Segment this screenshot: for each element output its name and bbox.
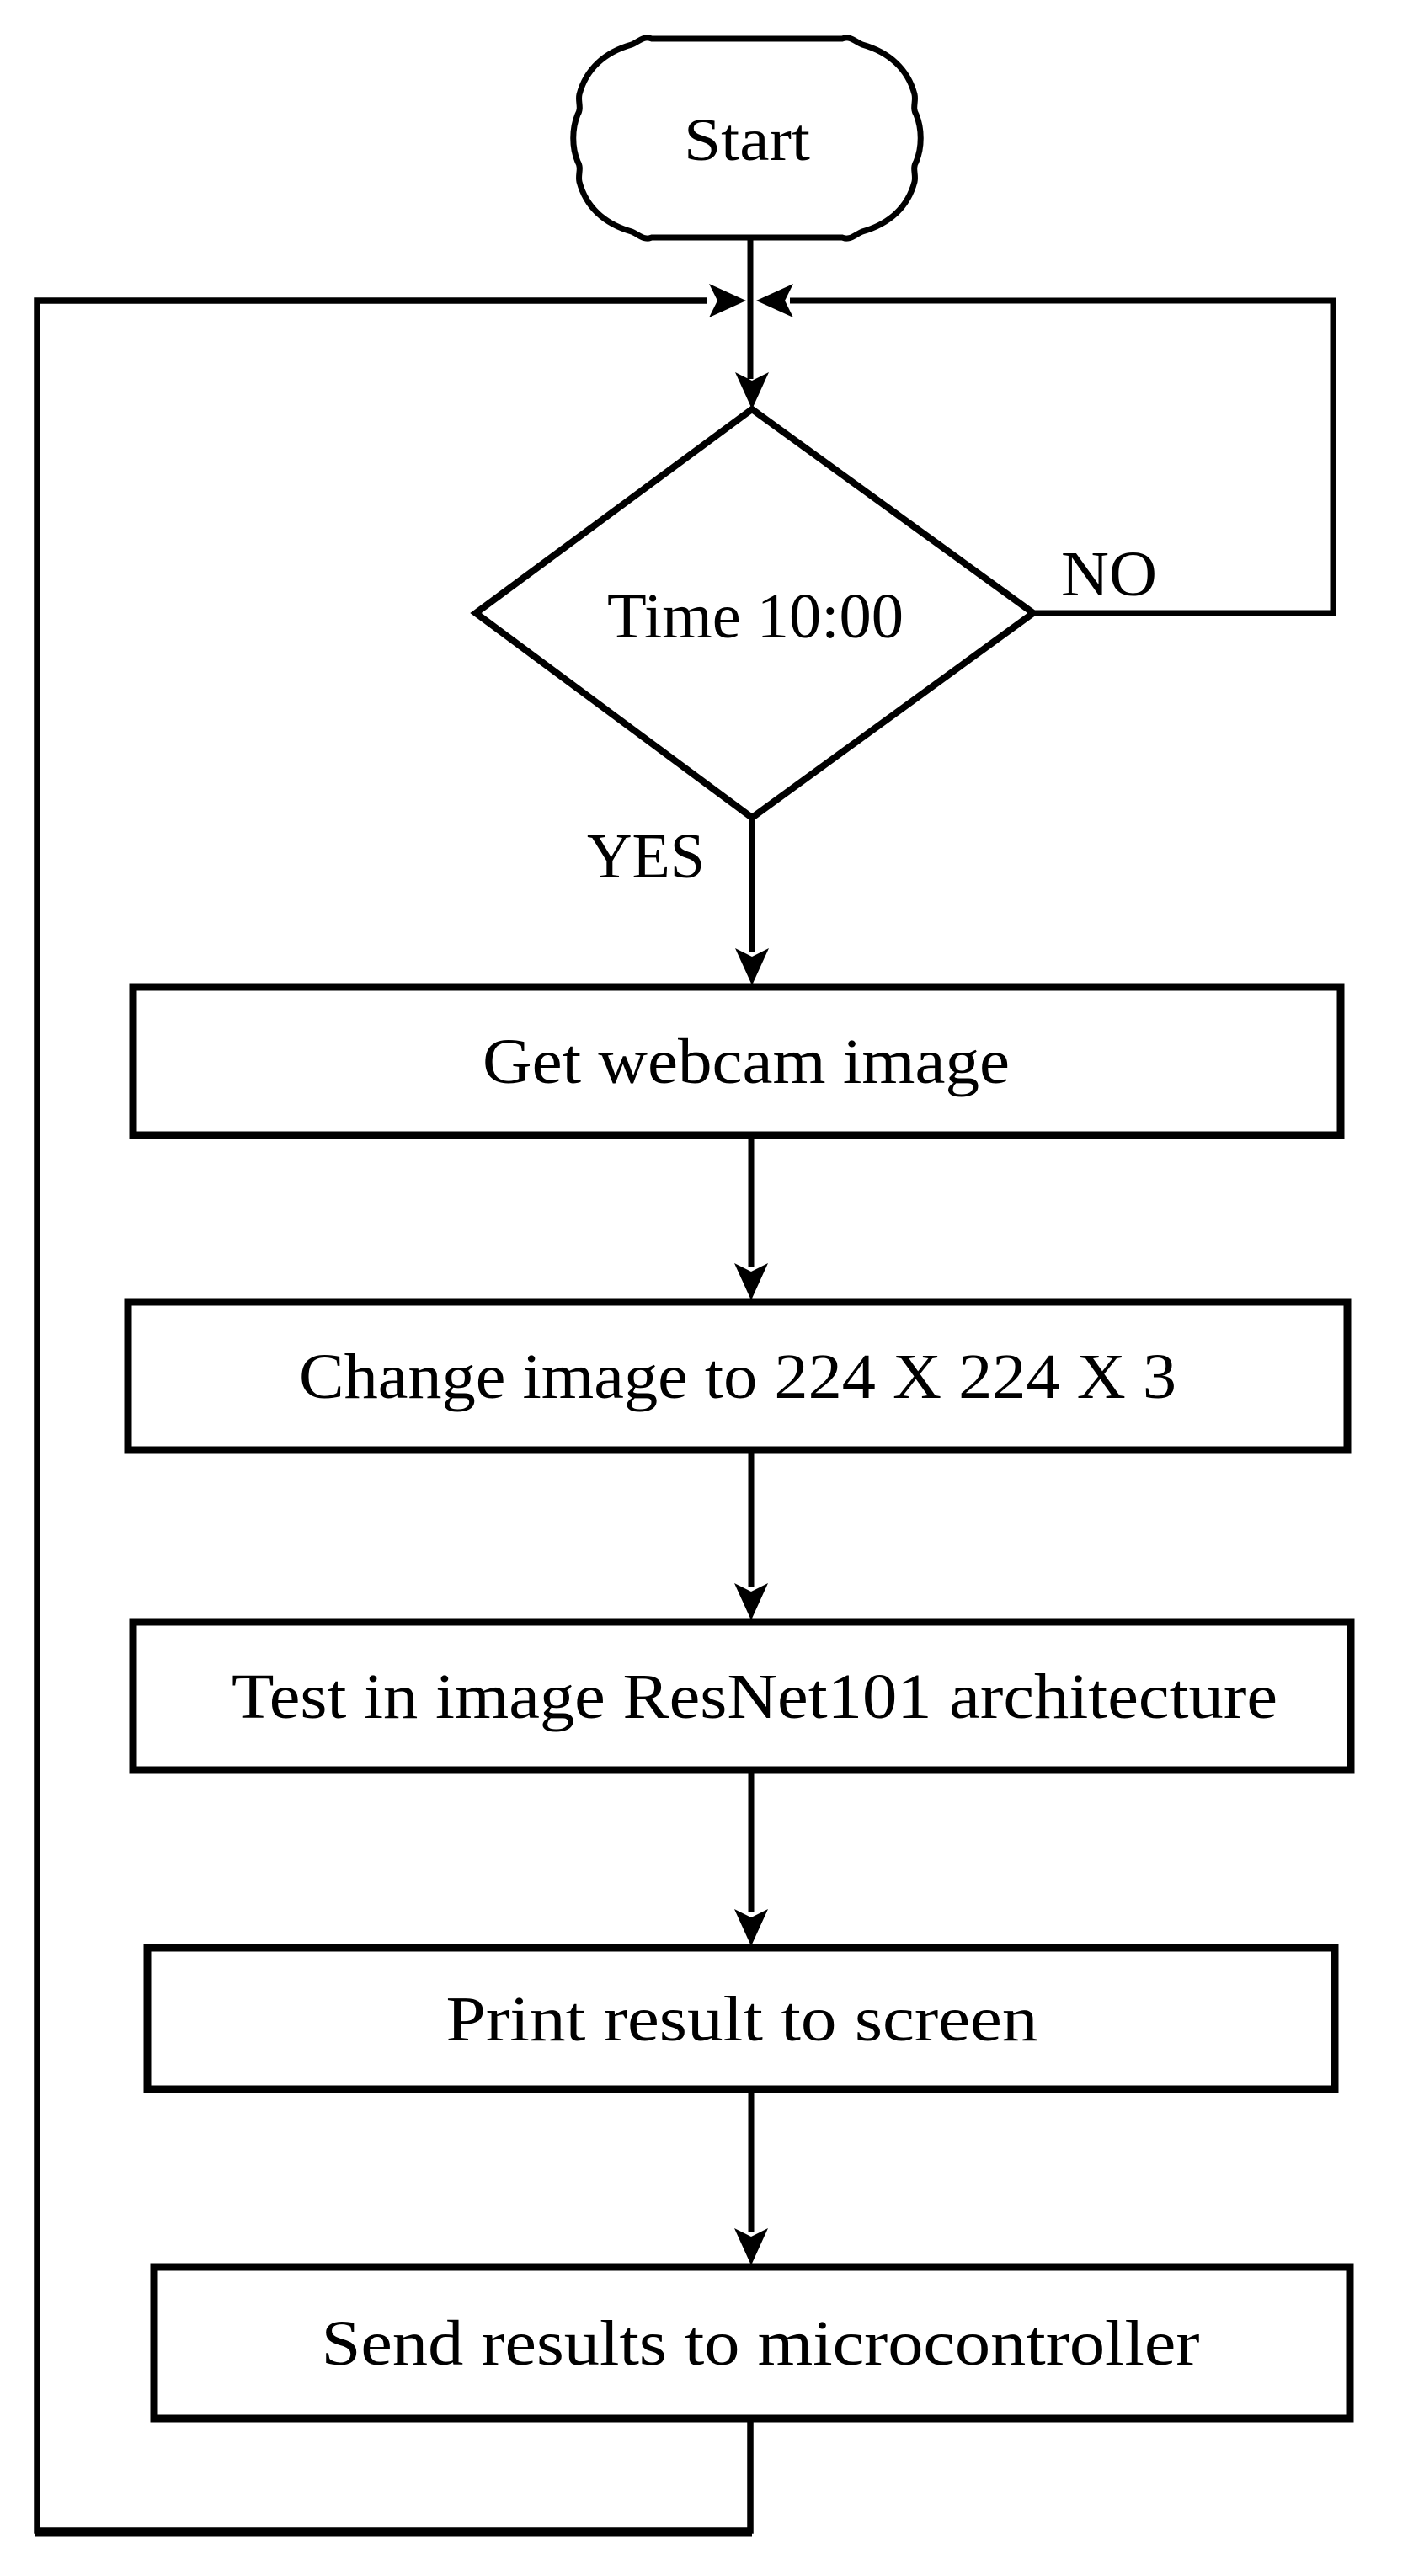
arrowhead-into-process4 bbox=[734, 1909, 768, 1946]
arrowhead-into-process1 bbox=[735, 948, 769, 985]
connector-return-loop bbox=[34, 297, 754, 2534]
arrowhead-return-into-junction bbox=[709, 284, 746, 317]
start-label: Start bbox=[684, 106, 810, 173]
process-label-send-to-microcontroller: Send results to microcontroller bbox=[322, 2308, 1200, 2379]
arrowhead-no-into-junction bbox=[756, 284, 793, 317]
process-box-print-result bbox=[143, 1944, 1339, 2093]
process-box-get-webcam-image bbox=[129, 983, 1345, 1139]
process-label-get-webcam-image: Get webcam image bbox=[483, 1027, 1010, 1097]
branch-label-no: NO bbox=[1061, 539, 1157, 610]
arrowhead-into-decision bbox=[735, 372, 769, 409]
branch-label-yes: YES bbox=[587, 821, 705, 892]
process-box-change-image-size bbox=[124, 1298, 1352, 1454]
arrowhead-into-process3 bbox=[734, 1583, 768, 1620]
arrowhead-into-process2 bbox=[734, 1263, 768, 1300]
process-label-print-result: Print result to screen bbox=[446, 1984, 1038, 2055]
process-box-test-resnet101 bbox=[129, 1618, 1355, 1774]
connector-no-loop bbox=[790, 297, 1336, 616]
process-label-change-image-size: Change image to 224 X 224 X 3 bbox=[299, 1341, 1176, 1412]
decision-label: Time 10:00 bbox=[607, 581, 904, 652]
arrowhead-into-process5 bbox=[734, 2228, 768, 2265]
process-box-send-to-microcontroller bbox=[150, 2263, 1354, 2423]
process-label-test-resnet101: Test in image ResNet101 architecture bbox=[232, 1661, 1277, 1732]
decision-diamond-shape bbox=[470, 405, 1039, 822]
start-terminator-shape bbox=[570, 35, 924, 242]
